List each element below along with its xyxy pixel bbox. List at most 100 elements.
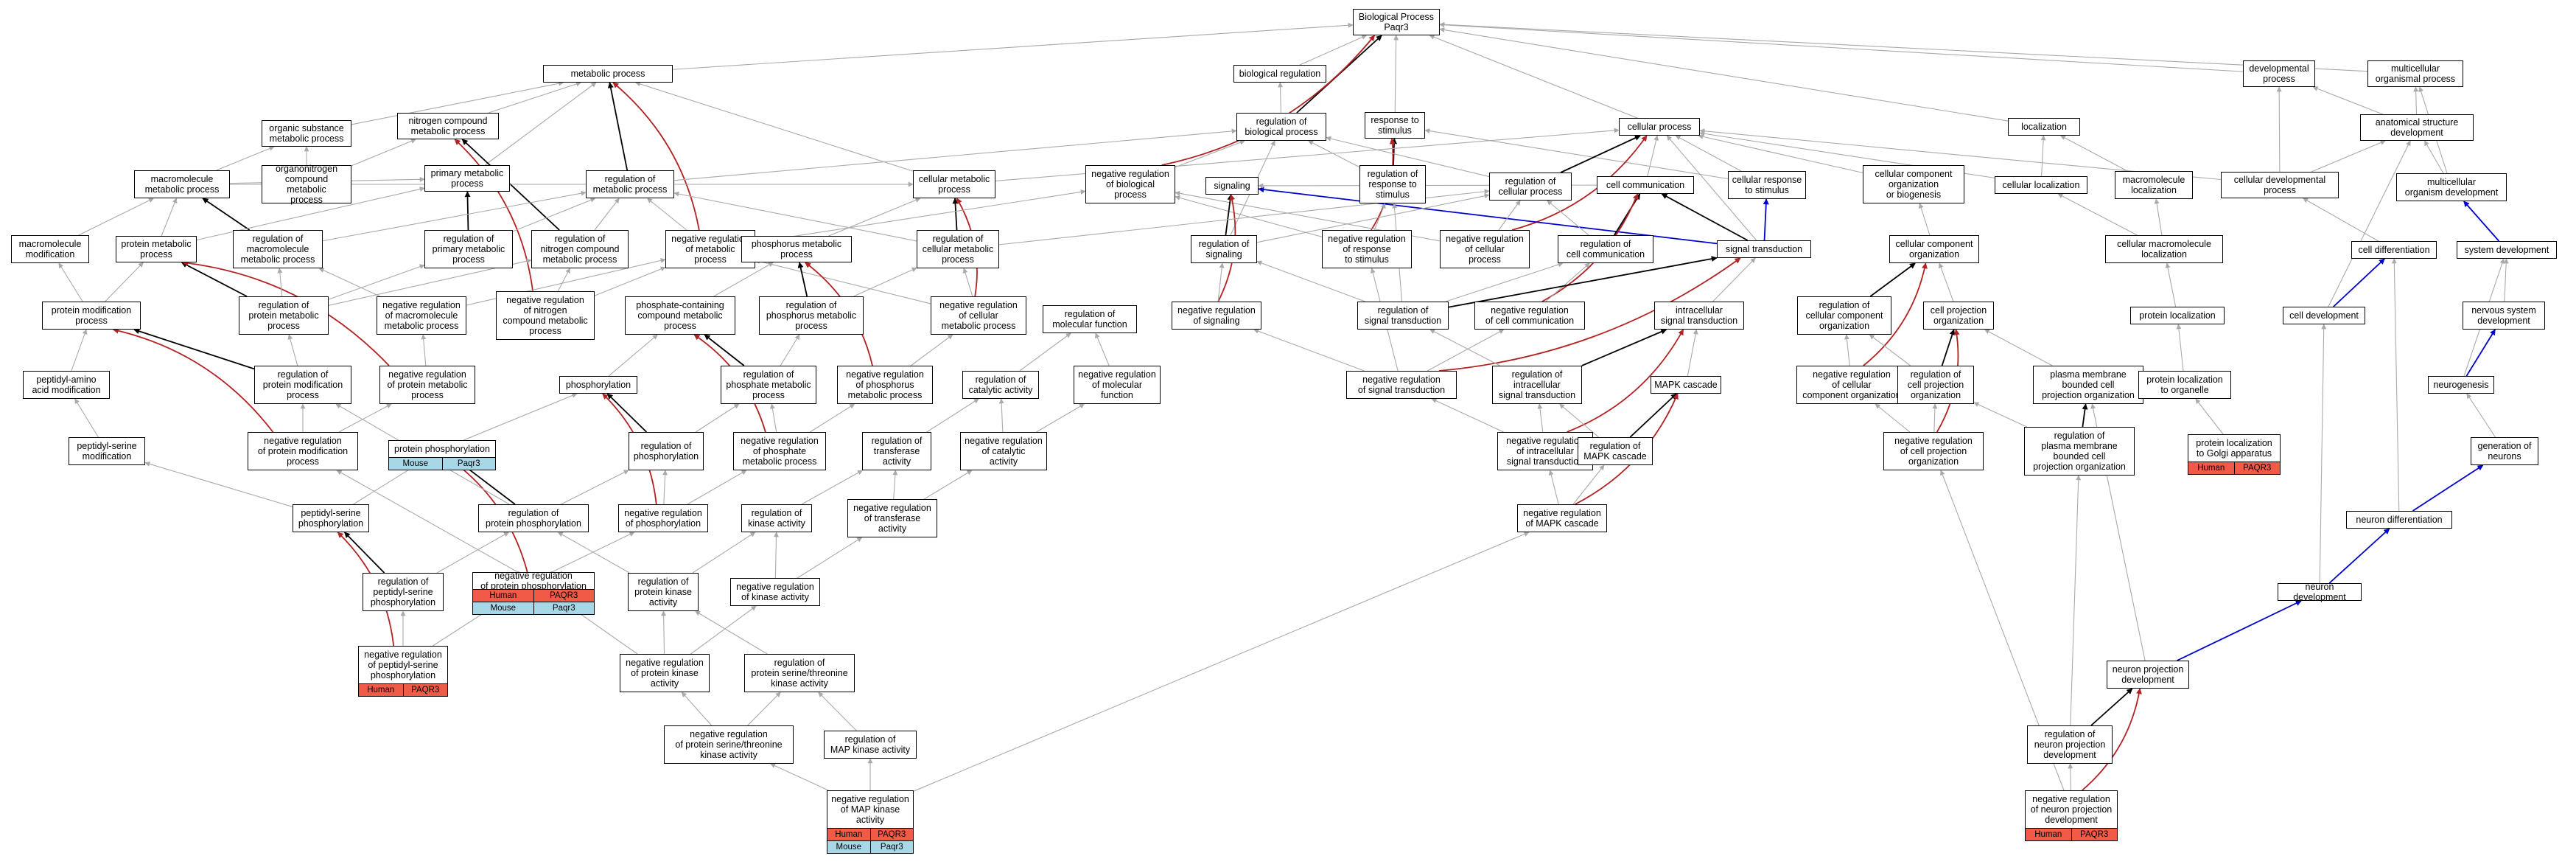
go-term-node-multidev[interactable]: multicellular organism development: [2396, 173, 2507, 201]
go-term-node-negregsigtrans[interactable]: negative regulation of signal transducti…: [1346, 371, 1457, 399]
go-term-node-negregcellmetab[interactable]: negative regulation of cellular metaboli…: [931, 296, 1026, 335]
go-term-node-regnitro[interactable]: regulation of nitrogen compound metaboli…: [531, 230, 629, 268]
go-term-node-signaling[interactable]: signaling: [1205, 177, 1259, 195]
go-term-node-regcellmetab[interactable]: regulation of cellular metabolic process: [917, 230, 999, 268]
go-term-node-macromod[interactable]: macromolecule modification: [11, 235, 89, 263]
go-term-node-celldevproc[interactable]: cellular developmental process: [2221, 172, 2339, 198]
go-term-node-serinephos[interactable]: peptidyl-serine phosphorylation: [293, 504, 369, 532]
go-term-node-negregprotmod[interactable]: negative regulation of protein modificat…: [248, 432, 358, 470]
go-term-node-phosphorylation[interactable]: phosphorylation: [559, 376, 637, 394]
go-term-node-regtrans[interactable]: regulation of transferase activity: [862, 432, 931, 470]
go-term-node-macro[interactable]: macromolecule metabolic process: [134, 170, 230, 198]
go-term-node-metab[interactable]: metabolic process: [543, 65, 673, 83]
go-term-node-negregsig[interactable]: negative regulation of signaling: [1172, 302, 1261, 330]
go-term-node-negregprotkinase[interactable]: negative regulation of protein kinase ac…: [620, 654, 710, 692]
go-term-node-sigtrans[interactable]: signal transduction: [1717, 240, 1811, 258]
go-term-node-regprotphos[interactable]: regulation of protein phosphorylation: [478, 504, 589, 532]
go-term-node-regserthr[interactable]: regulation of protein serine/threonine k…: [744, 654, 855, 692]
go-term-node-intracell[interactable]: intracellular signal transduction: [1654, 302, 1744, 330]
go-term-node-regprim[interactable]: regulation of primary metabolic process: [424, 230, 513, 268]
go-term-node-negregccorg[interactable]: negative regulation of cellular componen…: [1796, 366, 1907, 404]
go-term-node-protloc[interactable]: protein localization: [2130, 307, 2225, 324]
go-term-node-local[interactable]: localization: [2008, 118, 2080, 136]
go-term-node-negregphosmetab[interactable]: negative regulation of phosphorus metabo…: [837, 366, 933, 404]
go-term-node-devproc[interactable]: developmental process: [2243, 60, 2315, 87]
go-term-node-regmapk[interactable]: regulation of MAPK cascade: [1578, 437, 1653, 465]
go-term-node-negregmapkinase[interactable]: negative regulation of MAP kinase activi…: [827, 790, 914, 829]
go-term-node-celldiff[interactable]: cell differentiation: [2351, 241, 2437, 259]
go-term-node-orgsub[interactable]: organic substance metabolic process: [262, 120, 351, 147]
go-term-node-regbio[interactable]: regulation of biological process: [1236, 113, 1326, 141]
go-term-node-regphosphate[interactable]: regulation of phosphate metabolic proces…: [721, 366, 816, 404]
go-term-node-negregcat[interactable]: negative regulation of catalytic activit…: [960, 432, 1047, 470]
go-term-node-macroloc[interactable]: macromolecule localization: [2115, 171, 2193, 199]
go-term-node-negregmacro[interactable]: negative regulation of macromolecule met…: [377, 296, 466, 335]
go-term-node-protlocgolgi[interactable]: protein localization to Golgi apparatus: [2188, 434, 2281, 462]
go-term-node-regmacro[interactable]: regulation of macromolecule metabolic pr…: [233, 230, 323, 268]
go-term-node-aminoacid[interactable]: peptidyl-amino acid modification: [23, 371, 110, 399]
go-term-node-nitro[interactable]: nitrogen compound metabolic process: [397, 113, 499, 139]
go-term-node-resp[interactable]: response to stimulus: [1365, 112, 1425, 139]
go-term-node-nervdev[interactable]: nervous system development: [2463, 302, 2545, 330]
go-term-node-gennerv[interactable]: generation of neurons: [2471, 437, 2538, 465]
go-term-node-negregphosph[interactable]: negative regulation of phosphorylation: [618, 504, 708, 532]
go-term-node-cellmacroloc[interactable]: cellular macromolecule localization: [2105, 235, 2223, 263]
go-term-node-negregphosphate[interactable]: negative regulation of phosphate metabol…: [733, 432, 826, 470]
go-term-node-negregnitro[interactable]: negative regulation of nitrogen compound…: [496, 291, 595, 340]
go-term-node-protphos[interactable]: protein phosphorylation: [388, 440, 496, 458]
go-term-node-negregkinase[interactable]: negative regulation of kinase activity: [730, 578, 820, 606]
go-term-node-protlocorg[interactable]: protein localization to organelle: [2138, 371, 2231, 399]
go-term-node-cellloc[interactable]: cellular localization: [1995, 176, 2087, 194]
go-term-node-negregresp[interactable]: negative regulation of response to stimu…: [1322, 230, 1412, 268]
go-term-node-negregserthr[interactable]: negative regulation of protein serine/th…: [664, 725, 794, 764]
go-term-node-negregmolfunc[interactable]: negative regulation of molecular functio…: [1074, 366, 1161, 404]
go-term-node-neuronproj[interactable]: neuron projection development: [2107, 661, 2189, 689]
go-term-node-negregtrans[interactable]: negative regulation of transferase activ…: [847, 499, 937, 537]
go-term-node-serinemod[interactable]: peptidyl-serine modification: [69, 437, 145, 465]
go-term-node-neurogenesis[interactable]: neurogenesis: [2428, 376, 2494, 394]
go-term-node-bioreg[interactable]: biological regulation: [1233, 65, 1326, 83]
go-term-node-regmapkinase[interactable]: regulation of MAP kinase activity: [824, 731, 917, 759]
go-term-node-cellcomm[interactable]: cell communication: [1597, 176, 1694, 194]
go-term-node-ccorg2[interactable]: cellular component organization: [1889, 235, 1979, 263]
go-term-node-negregmetab[interactable]: negative regulation of metabolic process: [665, 230, 755, 268]
go-term-node-ccorg[interactable]: cellular component organization or bioge…: [1863, 165, 1964, 203]
go-term-node-regmolfunc[interactable]: regulation of molecular function: [1043, 305, 1137, 333]
go-term-node-negregbio[interactable]: negative regulation of biological proces…: [1085, 165, 1175, 203]
go-term-node-phoscont[interactable]: phosphate-containing compound metabolic …: [625, 296, 735, 335]
go-term-node-regmetab[interactable]: regulation of metabolic process: [586, 170, 674, 198]
go-term-node-negregserinephos[interactable]: negative regulation of peptidyl-serine p…: [358, 646, 448, 684]
go-term-node-regsigtrans[interactable]: regulation of signal transduction: [1357, 302, 1449, 330]
go-term-node-cellresp[interactable]: cellular response to stimulus: [1728, 171, 1806, 199]
go-term-node-phosmetab[interactable]: phosphorus metabolic process: [741, 236, 852, 262]
go-term-node-regcellcomm[interactable]: regulation of cell communication: [1558, 235, 1653, 263]
go-term-node-anat[interactable]: anatomical structure development: [2360, 114, 2474, 141]
go-term-node-multiorg[interactable]: multicellular organismal process: [2367, 60, 2463, 87]
go-term-node-regprotmod[interactable]: regulation of protein modification proce…: [254, 366, 351, 404]
go-term-node-negregprotmetab[interactable]: negative regulation of protein metabolic…: [379, 366, 475, 404]
go-term-node-negregneuronproj[interactable]: negative regulation of neuron projection…: [2025, 790, 2118, 829]
go-term-node-negregcellproj[interactable]: negative regulation of cell projection o…: [1883, 432, 1984, 470]
go-term-node-regkinase[interactable]: regulation of kinase activity: [741, 504, 812, 532]
go-term-node-cellmetab[interactable]: cellular metabolic process: [913, 170, 995, 198]
go-term-node-regcellproj[interactable]: regulation of cell projection organizati…: [1897, 366, 1974, 404]
go-term-node-protmetab[interactable]: protein metabolic process: [116, 236, 197, 262]
go-term-node-primary[interactable]: primary metabolic process: [424, 165, 510, 192]
go-term-node-regprotkinase[interactable]: regulation of protein kinase activity: [628, 573, 699, 611]
go-term-node-negregprotphos[interactable]: negative regulation of protein phosphory…: [472, 571, 595, 591]
go-term-node-celldev[interactable]: cell development: [2283, 307, 2365, 324]
go-term-node-protmod[interactable]: protein modification process: [42, 302, 141, 330]
go-term-node-regintra[interactable]: regulation of intracellular signal trans…: [1492, 366, 1582, 404]
go-term-node-regserinephos[interactable]: regulation of peptidyl-serine phosphoryl…: [363, 573, 444, 611]
go-term-node-cellproc[interactable]: cellular process: [1619, 118, 1700, 136]
go-term-node-cellproj[interactable]: cell projection organization: [1923, 302, 1994, 330]
go-term-node-regphosph[interactable]: regulation of phosphorylation: [629, 432, 704, 470]
go-term-node-regplasma[interactable]: regulation of plasma membrane bounded ce…: [2024, 427, 2135, 476]
go-term-node-regneuronproj[interactable]: regulation of neuron projection developm…: [2027, 725, 2113, 764]
go-term-node-regphosmetab[interactable]: regulation of phosphorus metabolic proce…: [759, 296, 864, 335]
go-term-node-regcat[interactable]: regulation of catalytic activity: [962, 371, 1039, 399]
go-term-node-organo[interactable]: organonitrogen compound metabolic proces…: [262, 164, 351, 205]
go-term-node-neurondiff[interactable]: neuron differentiation: [2346, 511, 2452, 529]
go-term-node-sysdev[interactable]: system development: [2457, 241, 2557, 259]
go-term-node-bp[interactable]: Biological Process Paqr3: [1353, 9, 1440, 35]
